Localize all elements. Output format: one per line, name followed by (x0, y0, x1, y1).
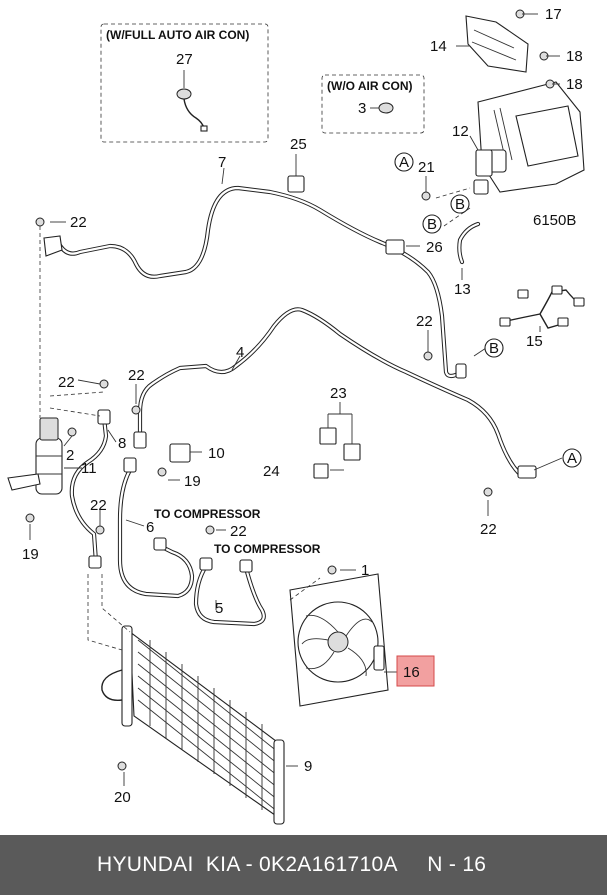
clamp-26 (385, 239, 405, 255)
relay-23 (319, 402, 361, 461)
full-auto-aircon-box: (W/FULL AUTO AIR CON) 27 (100, 23, 269, 143)
to-compressor-note-1: TO COMPRESSOR (154, 507, 261, 521)
callout-19-left: 19 (22, 546, 39, 563)
callout-10: 10 (208, 445, 225, 462)
callout-6: 6 (146, 519, 154, 536)
callout-15: 15 (526, 333, 543, 350)
assembly-lines (39, 187, 471, 651)
callout-11: 11 (81, 460, 97, 477)
callout-22-b: 22 (58, 374, 75, 391)
callout-19-mid: 19 (184, 473, 201, 490)
ref-b-top: B (422, 214, 442, 234)
ref-a-top: A (394, 152, 414, 172)
callout-13: 13 (454, 281, 471, 298)
callout-12: 12 (452, 123, 469, 140)
callout-7: 7 (218, 154, 226, 171)
callout-22-a: 22 (70, 214, 87, 231)
full-auto-aircon-note: (W/FULL AUTO AIR CON) (106, 28, 249, 42)
relay-24 (313, 463, 329, 479)
callout-5: 5 (215, 600, 223, 617)
callout-27: 27 (176, 51, 193, 68)
callout-22-f: 22 (416, 313, 433, 330)
callout-21: 21 (418, 159, 435, 176)
leader-lines (29, 13, 563, 786)
callout-18-bottom: 18 (566, 76, 583, 93)
callout-1: 1 (361, 562, 369, 579)
hose-13 (457, 221, 481, 265)
pipe-4 (133, 307, 537, 479)
plug-part-3 (378, 102, 394, 114)
pipe-8 (69, 409, 111, 569)
callout-20: 20 (114, 789, 131, 806)
sensor-part-27 (176, 70, 208, 132)
callout-22-g: 22 (480, 521, 497, 538)
callout-9: 9 (304, 758, 312, 775)
callout-22-e: 22 (230, 523, 247, 540)
footer-text: HYUNDAI KIA - 0K2A161710A N - 16 (97, 853, 487, 876)
ref-b-top-label: B (427, 216, 437, 233)
condenser-9 (101, 625, 285, 825)
callout-18-top: 18 (566, 48, 583, 65)
wo-aircon-box: (W/O AIR CON) 3 (321, 74, 425, 134)
callout-22-d: 22 (90, 497, 107, 514)
bracket-12 (475, 149, 493, 177)
parts-diagram: (W/FULL AUTO AIR CON) 27 (W/O AIR CON) 3 (7, 6, 585, 825)
highlight-16 (396, 655, 435, 687)
pipe-6 (117, 457, 195, 599)
wo-aircon-note: (W/O AIR CON) (327, 79, 413, 93)
callout-25: 25 (290, 136, 307, 153)
footer-bar: HYUNDAI KIA - 0K2A161710A N - 16 (0, 835, 607, 895)
ref-a-pipe: A (562, 448, 582, 468)
callout-3: 3 (358, 100, 366, 117)
ref-a-pipe-label: A (567, 450, 577, 467)
callout-17: 17 (545, 6, 562, 23)
harness-15 (499, 285, 585, 329)
ref-a-top-label: A (399, 154, 409, 171)
callout-4: 4 (236, 344, 244, 361)
pipe-7 (43, 185, 467, 379)
ref-b-pipe-label: B (489, 340, 499, 357)
callout-26: 26 (426, 239, 443, 256)
callout-8: 8 (118, 435, 126, 452)
fan-shroud-16 (289, 573, 389, 707)
bracket-10 (169, 443, 191, 463)
callout-2: 2 (66, 447, 74, 464)
callout-24: 24 (263, 463, 280, 480)
evaporator-unit (473, 81, 585, 195)
ref-b-pipe: B (484, 338, 504, 358)
hose-5 (193, 557, 266, 627)
callout-23: 23 (330, 385, 347, 402)
ref-b-mid-label: B (455, 196, 465, 213)
duct-part-14 (465, 15, 529, 73)
receiver-drier-11 (7, 417, 63, 495)
clamp-25 (287, 175, 305, 193)
callout-16: 16 (403, 664, 420, 681)
ref-b-mid: B (450, 194, 470, 214)
to-compressor-note-2: TO COMPRESSOR (214, 542, 321, 556)
callout-22-c: 22 (128, 367, 145, 384)
figure-code: 6150B (533, 212, 576, 229)
callout-14: 14 (430, 38, 447, 55)
fasteners (25, 9, 555, 771)
